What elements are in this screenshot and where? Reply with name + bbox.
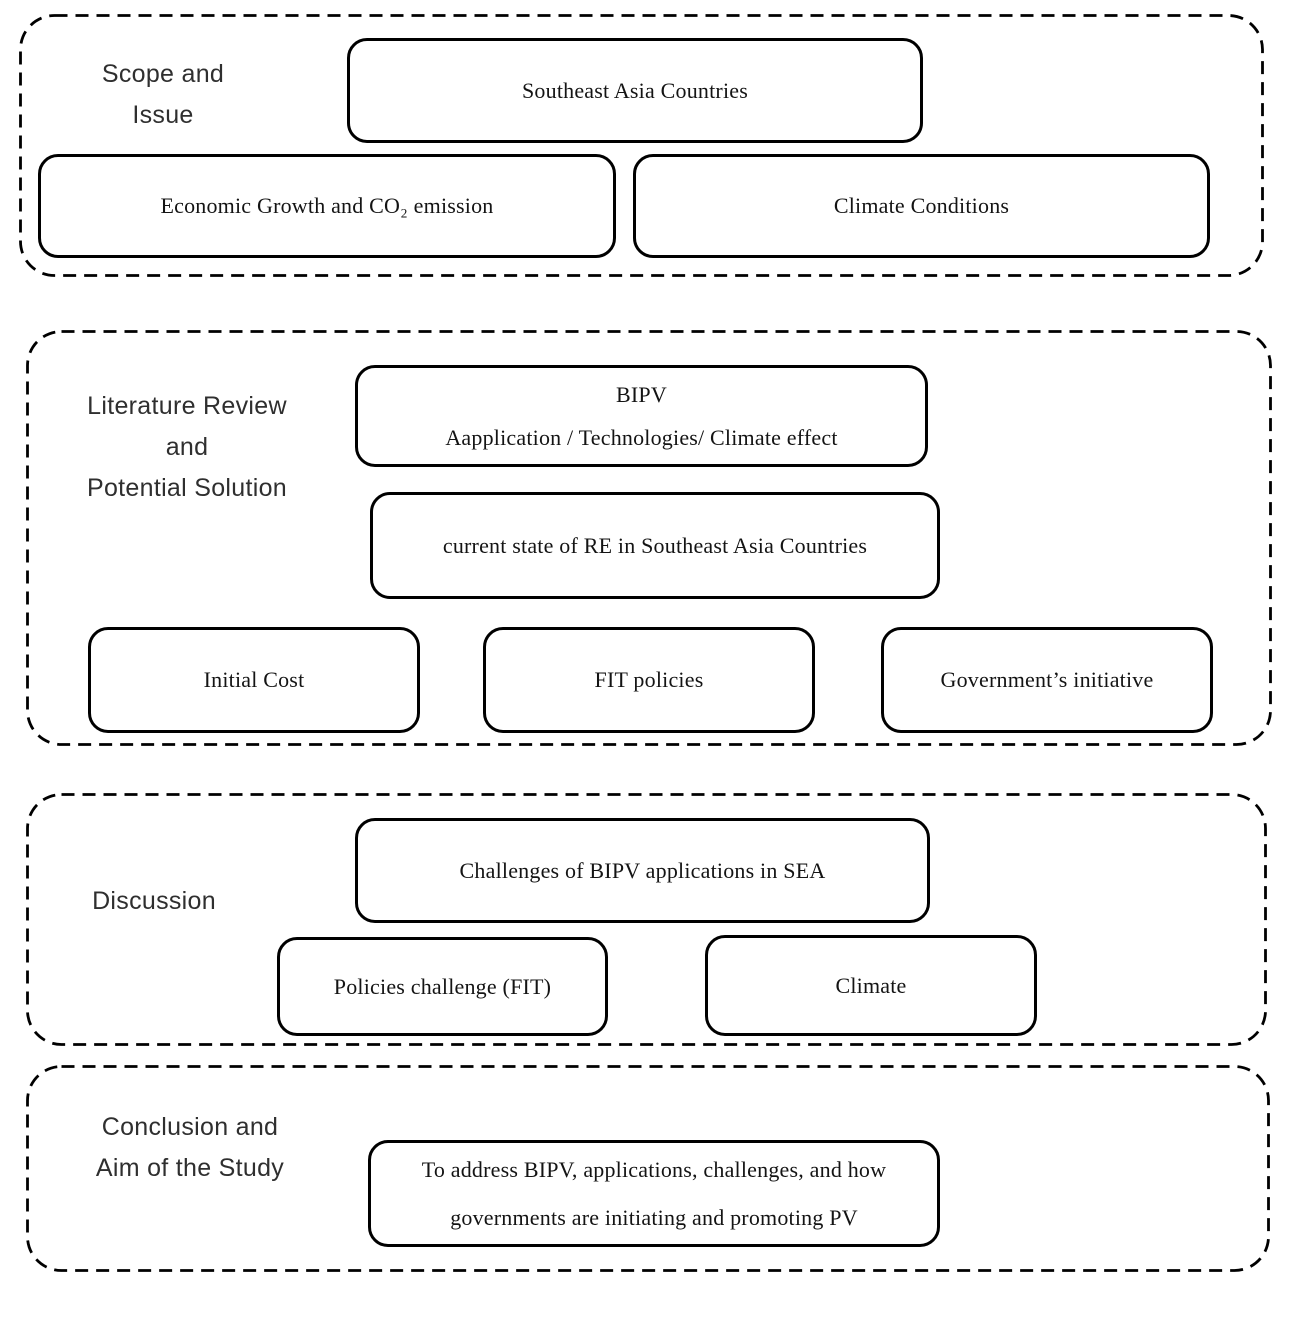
node-policies-challenge-fit: Policies challenge (FIT) [277, 937, 608, 1036]
section-label-line: Conclusion and [101, 1113, 279, 1141]
node-aim-statement: To address BIPV, applications, challenge… [368, 1140, 940, 1247]
node-governments-initiative: Government’s initiative [881, 627, 1213, 733]
section-label-line: Discussion [92, 887, 216, 915]
node-text: Challenges of BIPV applications in SEA [459, 857, 826, 883]
node-fit-policies: FIT policies [483, 627, 815, 733]
node-challenges-of-bipv-applications: Challenges of BIPV applications in SEA [355, 818, 930, 923]
dashed-border [19, 14, 1264, 277]
node-climate-conditions: Climate Conditions [633, 154, 1210, 258]
section-label-literature-review: Literature Review and Potential Solution [57, 386, 317, 509]
section-label-line: Literature Review [87, 392, 287, 420]
node-text: Economic Growth and CO₂ emission [160, 193, 494, 218]
node-text: Climate [835, 972, 907, 998]
section-label-line: Aim of the Study [95, 1154, 285, 1182]
section-label-line: Scope and [101, 60, 225, 88]
section-label-line: Potential Solution [87, 474, 287, 502]
section-label-scope-issue: Scope and Issue [53, 54, 273, 136]
dashed-border [26, 330, 1272, 746]
node-text: To address BIPV, applications, challenge… [421, 1156, 887, 1182]
node-text: current state of RE in Southeast Asia Co… [442, 532, 868, 558]
node-bipv-application-technologies: BIPV Aapplication / Technologies/ Climat… [355, 365, 928, 467]
section-discussion: Discussion Challenges of BIPV applicatio… [26, 793, 1267, 1046]
section-label-conclusion: Conclusion and Aim of the Study [70, 1107, 310, 1189]
node-text: FIT policies [594, 667, 704, 692]
section-scope-and-issue: Scope and Issue Southeast Asia Countries… [19, 14, 1264, 277]
section-literature-review: Literature Review and Potential Solution… [26, 330, 1272, 746]
section-label-discussion: Discussion [44, 881, 264, 922]
node-initial-cost: Initial Cost [88, 627, 420, 733]
node-current-state-of-re: current state of RE in Southeast Asia Co… [370, 492, 940, 599]
node-climate: Climate [705, 935, 1037, 1036]
node-text: Initial Cost [203, 667, 305, 692]
node-text: Climate Conditions [833, 193, 1010, 218]
node-text: Policies challenge (FIT) [333, 973, 552, 999]
node-text: governments are initiating and promoting… [450, 1204, 858, 1230]
node-text: Aapplication / Technologies/ Climate eff… [445, 425, 838, 450]
section-label-line: Issue [132, 101, 194, 129]
dashed-border [26, 1065, 1270, 1272]
node-text: Southeast Asia Countries [521, 77, 748, 103]
node-text: Government’s initiative [940, 667, 1154, 692]
section-label-line: and [165, 433, 209, 461]
node-text: BIPV [616, 382, 667, 407]
section-conclusion-aim: Conclusion and Aim of the Study To addre… [26, 1065, 1270, 1272]
node-economic-growth-co2-emission: Economic Growth and CO₂ emission [38, 154, 616, 258]
dashed-border [26, 793, 1267, 1046]
node-southeast-asia-countries: Southeast Asia Countries [347, 38, 923, 143]
